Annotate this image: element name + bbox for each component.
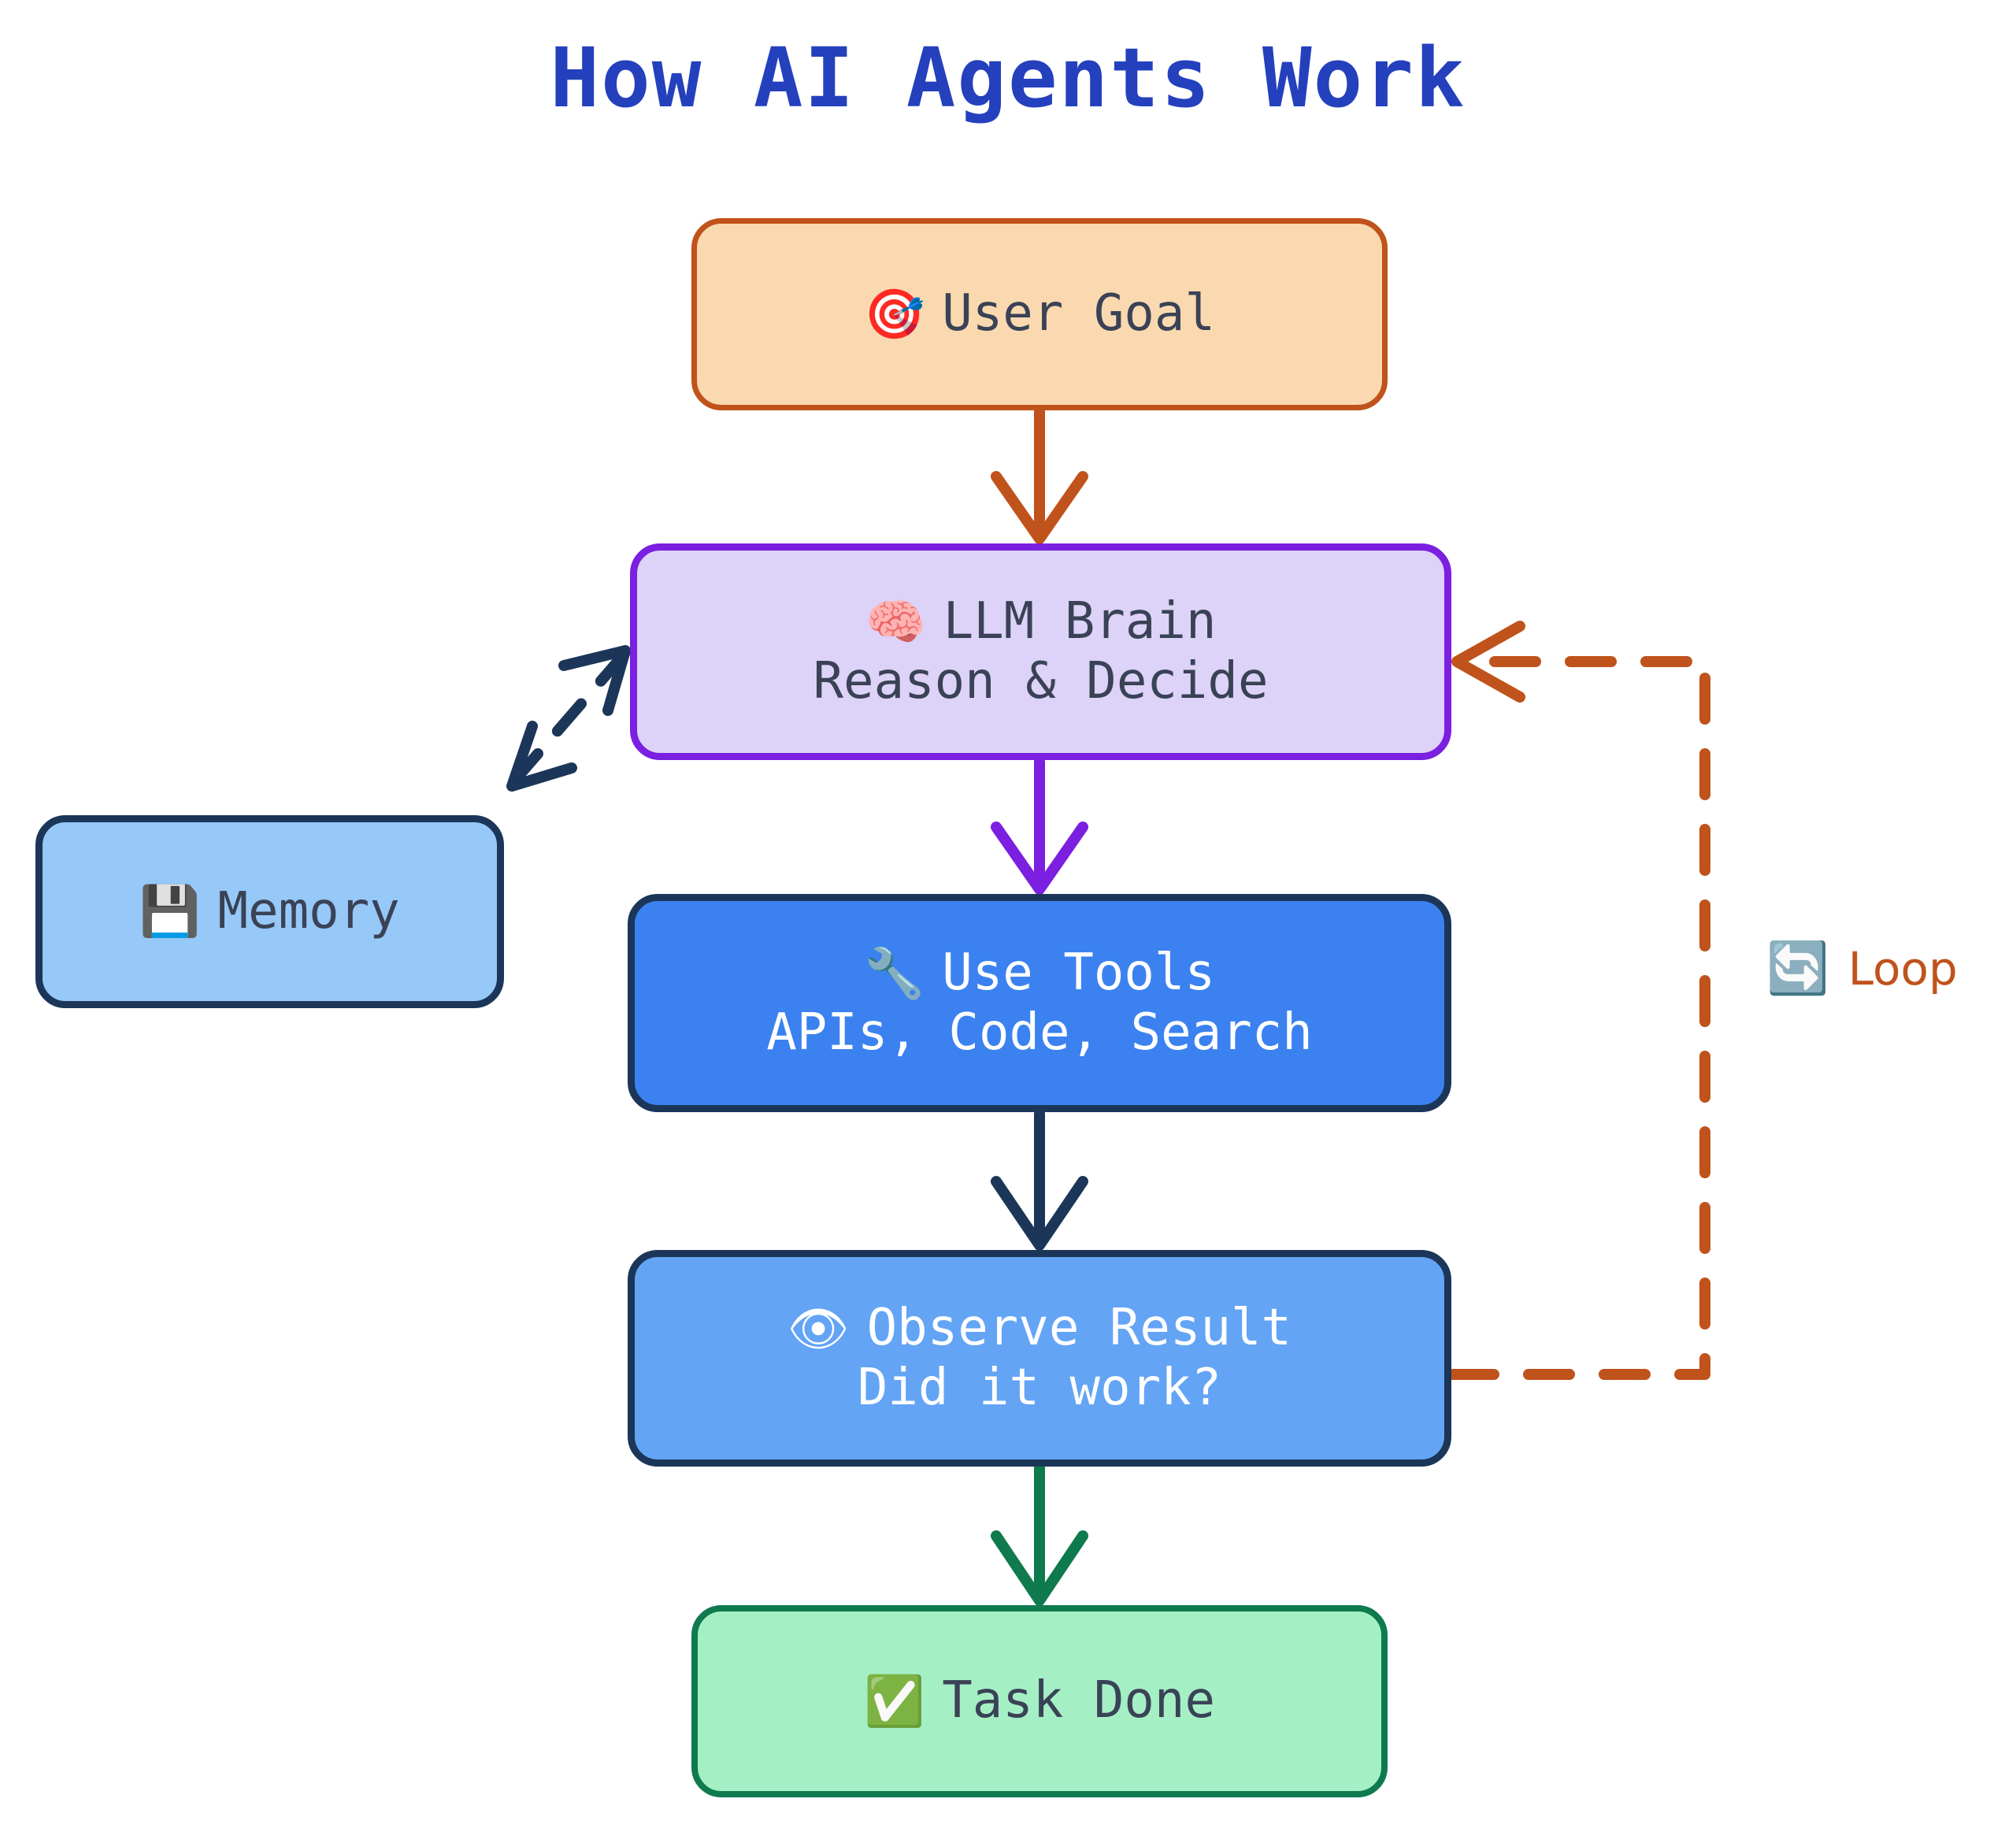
edge-use-tools-to-observe-result xyxy=(991,1108,1088,1251)
node-user-goal[interactable]: 🎯 User Goal xyxy=(691,218,1388,410)
repeat-arrows-icon: 🔄 xyxy=(1766,940,1829,998)
node-user-goal-label: User Goal xyxy=(942,284,1215,343)
node-observe-result-subtitle: Did it work? xyxy=(857,1358,1222,1417)
edge-label-loop-text: Loop xyxy=(1847,942,1958,996)
edge-llm-brain-to-memory xyxy=(506,645,631,792)
node-task-done[interactable]: ✅ Task Done xyxy=(691,1605,1388,1797)
floppy-disk-save-icon: 💾 xyxy=(139,882,201,940)
page-title: How AI Agents Work xyxy=(550,30,1466,126)
edge-user-goal-to-llm-brain xyxy=(991,406,1088,544)
node-llm-brain-line1-row: 🧠 LLM Brain xyxy=(865,592,1217,652)
node-memory[interactable]: 💾 Memory xyxy=(35,815,504,1008)
edge-observe-result-to-task-done xyxy=(991,1463,1088,1606)
node-user-goal-line1-row: 🎯 User Goal xyxy=(864,284,1215,344)
node-llm-brain[interactable]: 🧠 LLM Brain Reason & Decide xyxy=(630,543,1451,760)
node-use-tools-line1-row: 🔧 Use Tools xyxy=(864,944,1215,1003)
direct-hit-target-icon: 🎯 xyxy=(864,284,925,343)
check-mark-button-icon: ✅ xyxy=(864,1671,925,1730)
node-use-tools-subtitle: APIs, Code, Search xyxy=(766,1003,1313,1062)
node-memory-label: Memory xyxy=(217,881,400,940)
node-task-done-line1-row: ✅ Task Done xyxy=(864,1671,1215,1731)
node-llm-brain-subtitle: Reason & Decide xyxy=(813,651,1269,710)
node-use-tools-label: Use Tools xyxy=(942,943,1215,1002)
node-observe-result-line1-row: 👁 Observe Result xyxy=(788,1299,1292,1359)
eye-icon: 👁 xyxy=(787,1299,850,1357)
brain-icon: 🧠 xyxy=(865,592,926,651)
edge-llm-brain-to-use-tools xyxy=(991,756,1088,895)
node-use-tools[interactable]: 🔧 Use Tools APIs, Code, Search xyxy=(628,894,1451,1112)
edge-label-loop: 🔄 Loop xyxy=(1766,942,1958,996)
node-observe-result[interactable]: 👁 Observe Result Did it work? xyxy=(628,1250,1451,1467)
node-task-done-label: Task Done xyxy=(942,1671,1215,1730)
edge-observe-result-to-llm-brain-loop xyxy=(1447,621,1710,1380)
node-observe-result-label: Observe Result xyxy=(866,1298,1292,1357)
wrench-icon: 🔧 xyxy=(864,944,925,1002)
node-llm-brain-label: LLM Brain xyxy=(943,592,1217,651)
node-memory-line1-row: 💾 Memory xyxy=(139,882,399,942)
